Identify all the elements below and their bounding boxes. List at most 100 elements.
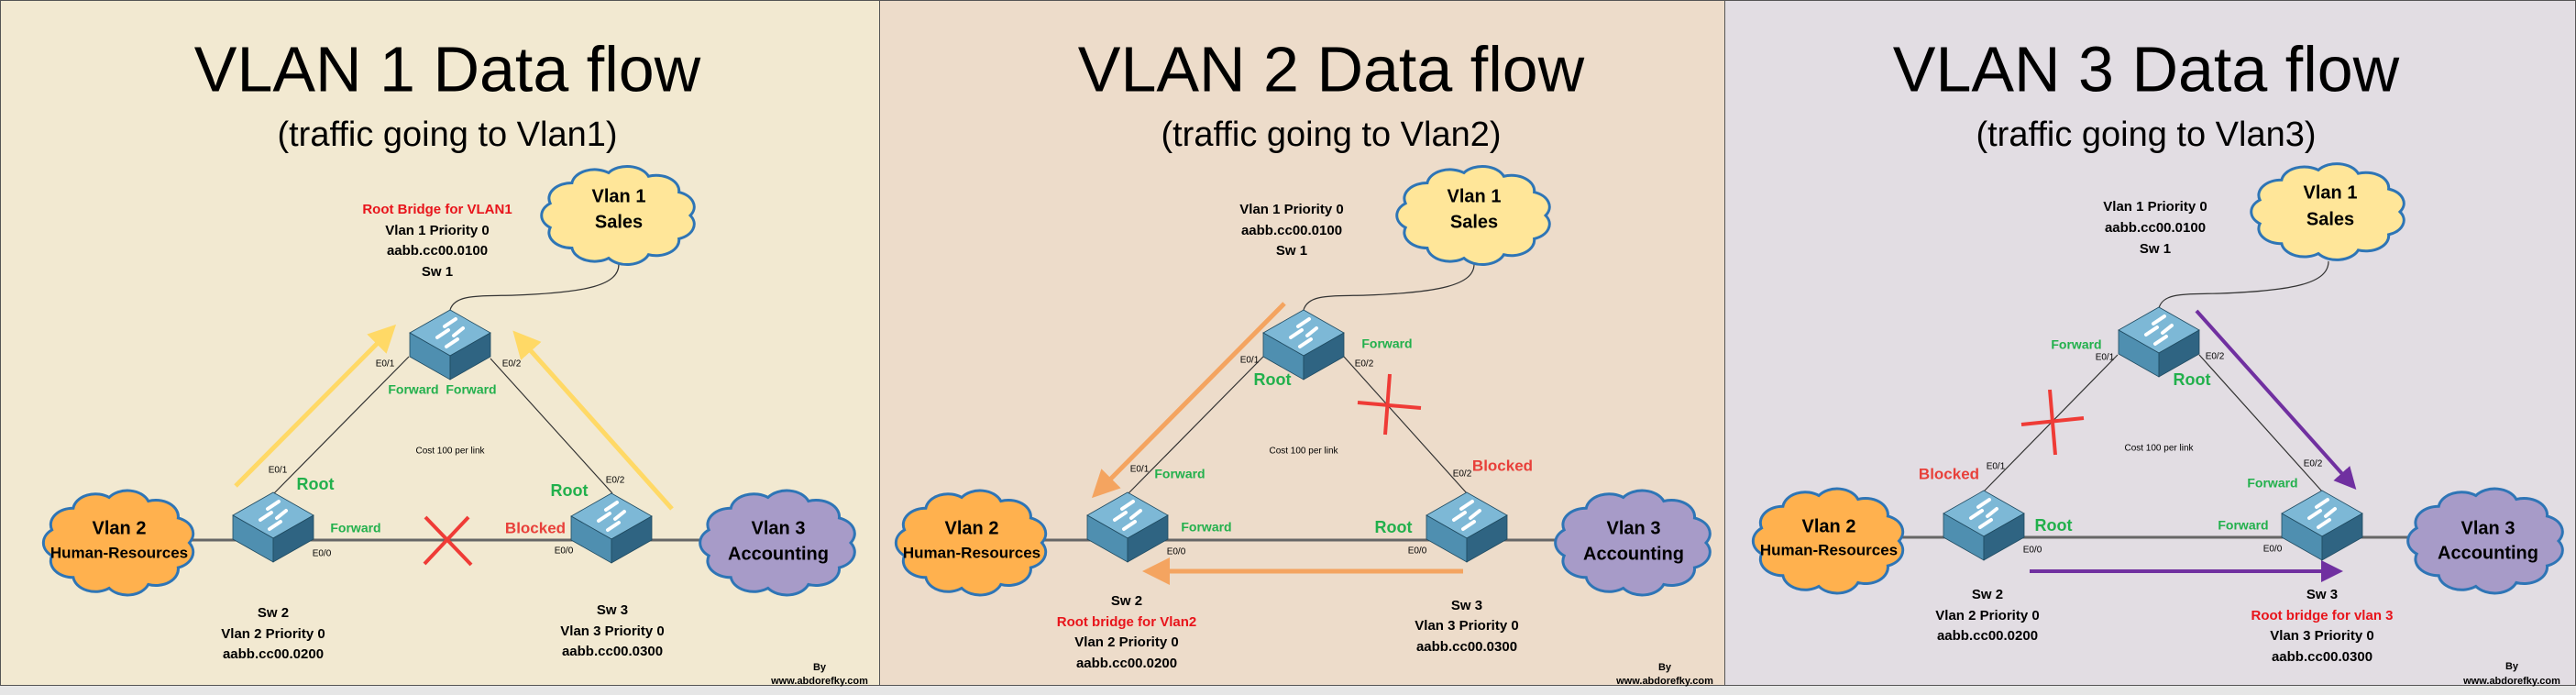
panel-vlan1: VLAN 1 Data flow (traffic going to Vlan1… <box>0 0 880 687</box>
panel-title: VLAN 3 Data flow <box>1893 33 2400 105</box>
cloud-accounting <box>699 489 856 597</box>
root-bridge-label: Root Bridge for VLAN1 <box>362 202 512 217</box>
switch-face <box>611 515 653 564</box>
switch-sw2[interactable] <box>1943 490 2025 561</box>
credit-site: www.abdorefky.com <box>1615 676 1713 687</box>
switch-arrows-icon <box>1452 500 1481 531</box>
cloud-hr-vlan: Vlan 2 <box>945 518 999 538</box>
cloud-accounting-vlan: Vlan 3 <box>752 518 806 538</box>
sw2-e01-state: Blocked <box>1919 465 1979 482</box>
cloud-hr-name: Human-Resources <box>903 544 1040 561</box>
switch-sw3[interactable] <box>570 492 653 564</box>
switch-face <box>1466 514 1508 563</box>
cloud-sales <box>2250 162 2405 261</box>
cloud-hr-name: Human-Resources <box>1760 541 1898 558</box>
credit-by: By <box>1658 662 1672 673</box>
switch-sw3[interactable] <box>1426 491 1508 563</box>
flow-arrow <box>1091 302 1286 499</box>
cost-label: Cost 100 per link <box>1269 447 1338 457</box>
cloud-sales-vlan: Vlan 1 <box>1448 186 1502 206</box>
cloud-shape <box>2250 162 2405 261</box>
sw1-sales-link <box>449 263 620 311</box>
cloud-shape <box>41 489 195 597</box>
switch-face <box>449 332 491 381</box>
cloud-sales-vlan: Vlan 1 <box>592 186 646 206</box>
sw1-port-e01: E0/1 <box>2096 353 2115 363</box>
sw1-priority: Vlan 1 Priority 0 <box>2103 199 2207 215</box>
sw1-sw3-link <box>2198 354 2323 492</box>
sw3-e00-state: Root <box>1375 518 1413 536</box>
cloud-sales <box>540 164 696 267</box>
cloud-accounting-name: Accounting <box>1583 544 1684 564</box>
root-bridge-label: Root bridge for Vlan2 <box>1057 614 1197 630</box>
panel-subtitle: (traffic going to Vlan2) <box>1161 116 1501 154</box>
cloud-accounting-vlan: Vlan 3 <box>2461 518 2515 538</box>
panel-title: VLAN 2 Data flow <box>1078 33 1585 105</box>
sw1-priority: Vlan 1 Priority 0 <box>385 223 489 238</box>
sw2-mac: aabb.cc00.0200 <box>223 646 324 662</box>
sw1-e02-state: Forward <box>1361 336 1412 351</box>
sw3-e00-state: Blocked <box>505 519 566 536</box>
sw2-e00-state: Root <box>2035 516 2073 535</box>
cloud-human-resources <box>1751 487 1905 595</box>
switch-sw2[interactable] <box>232 491 314 563</box>
sw3-e02-state: Forward <box>2247 476 2297 491</box>
cloud-sales-vlan: Vlan 1 <box>2304 182 2358 203</box>
sw3-port-e00: E0/0 <box>2263 545 2283 555</box>
cloud-accounting <box>2406 487 2564 595</box>
switch-face <box>272 514 314 563</box>
cost-label: Cost 100 per link <box>415 447 485 457</box>
sw3-name: Sw 3 <box>2306 587 2338 602</box>
sw3-mac: aabb.cc00.0300 <box>1416 639 1517 655</box>
cloud-shape <box>894 489 1048 597</box>
switch-sw1[interactable] <box>1262 309 1345 381</box>
vlan3-diagram: VLAN 3 Data flow (traffic going to Vlan3… <box>1751 33 2564 687</box>
sw1-priority: Vlan 1 Priority 0 <box>1239 202 1343 217</box>
sw2-port-e01: E0/1 <box>1130 465 1150 475</box>
sw3-priority: Vlan 3 Priority 0 <box>2270 628 2373 644</box>
sw3-port-e02: E0/2 <box>2304 459 2323 469</box>
sw1-sw3-link <box>1343 356 1468 494</box>
sw1-e02-state: Root <box>2174 370 2211 389</box>
cloud-hr-name: Human-Resources <box>50 544 188 561</box>
switch-face <box>2321 513 2363 561</box>
root-bridge-label: Root bridge for vlan 3 <box>2251 608 2393 623</box>
switch-face <box>1983 513 2025 561</box>
sw3-port-e02: E0/2 <box>1453 469 1472 480</box>
cloud-shape <box>540 164 696 267</box>
vlan2-diagram: VLAN 2 Data flow (traffic going to Vlan2… <box>894 33 1713 687</box>
sw3-e00-state: Forward <box>2218 518 2268 533</box>
sw3-port-e00: E0/0 <box>1408 546 1427 557</box>
sw1-e01-state: Forward <box>388 382 438 397</box>
switch-sw3[interactable] <box>2281 490 2363 561</box>
sw3-name: Sw 3 <box>1451 598 1482 613</box>
switch-face <box>1303 332 1345 381</box>
flow-arrow <box>234 324 397 488</box>
cloud-shape <box>699 489 856 597</box>
credit-by: By <box>813 662 827 673</box>
cloud-shape <box>1395 164 1551 267</box>
switch-face <box>2158 329 2200 378</box>
switch-face <box>1127 514 1169 563</box>
cloud-accounting-vlan: Vlan 3 <box>1607 518 1661 538</box>
sw2-port-e00: E0/0 <box>313 549 332 559</box>
switch-arrows-icon <box>435 317 465 348</box>
switch-sw2[interactable] <box>1086 491 1169 563</box>
sw2-name: Sw 2 <box>1111 593 1142 609</box>
cloud-sales-name: Sales <box>1450 212 1498 232</box>
sw1-e01-state: Forward <box>2051 337 2101 352</box>
cloud-hr-vlan: Vlan 2 <box>1802 516 1856 536</box>
sw1-port-e01: E0/1 <box>1240 356 1260 366</box>
sw1-mac: aabb.cc00.0100 <box>2105 220 2206 236</box>
switch-sw1[interactable] <box>409 309 491 381</box>
sw1-name: Sw 1 <box>1276 243 1307 259</box>
sw1-name: Sw 1 <box>422 264 453 280</box>
panel-subtitle: (traffic going to Vlan3) <box>1976 116 2316 154</box>
sw1-name: Sw 1 <box>2140 241 2171 257</box>
sw2-e00-state: Forward <box>1181 520 1231 535</box>
credit-site: www.abdorefky.com <box>2462 676 2560 687</box>
switch-sw1[interactable] <box>2118 306 2200 378</box>
sw2-mac: aabb.cc00.0200 <box>1937 628 2038 644</box>
sw1-sw2-link <box>1128 356 1264 494</box>
sw2-e00-state: Forward <box>330 521 380 535</box>
